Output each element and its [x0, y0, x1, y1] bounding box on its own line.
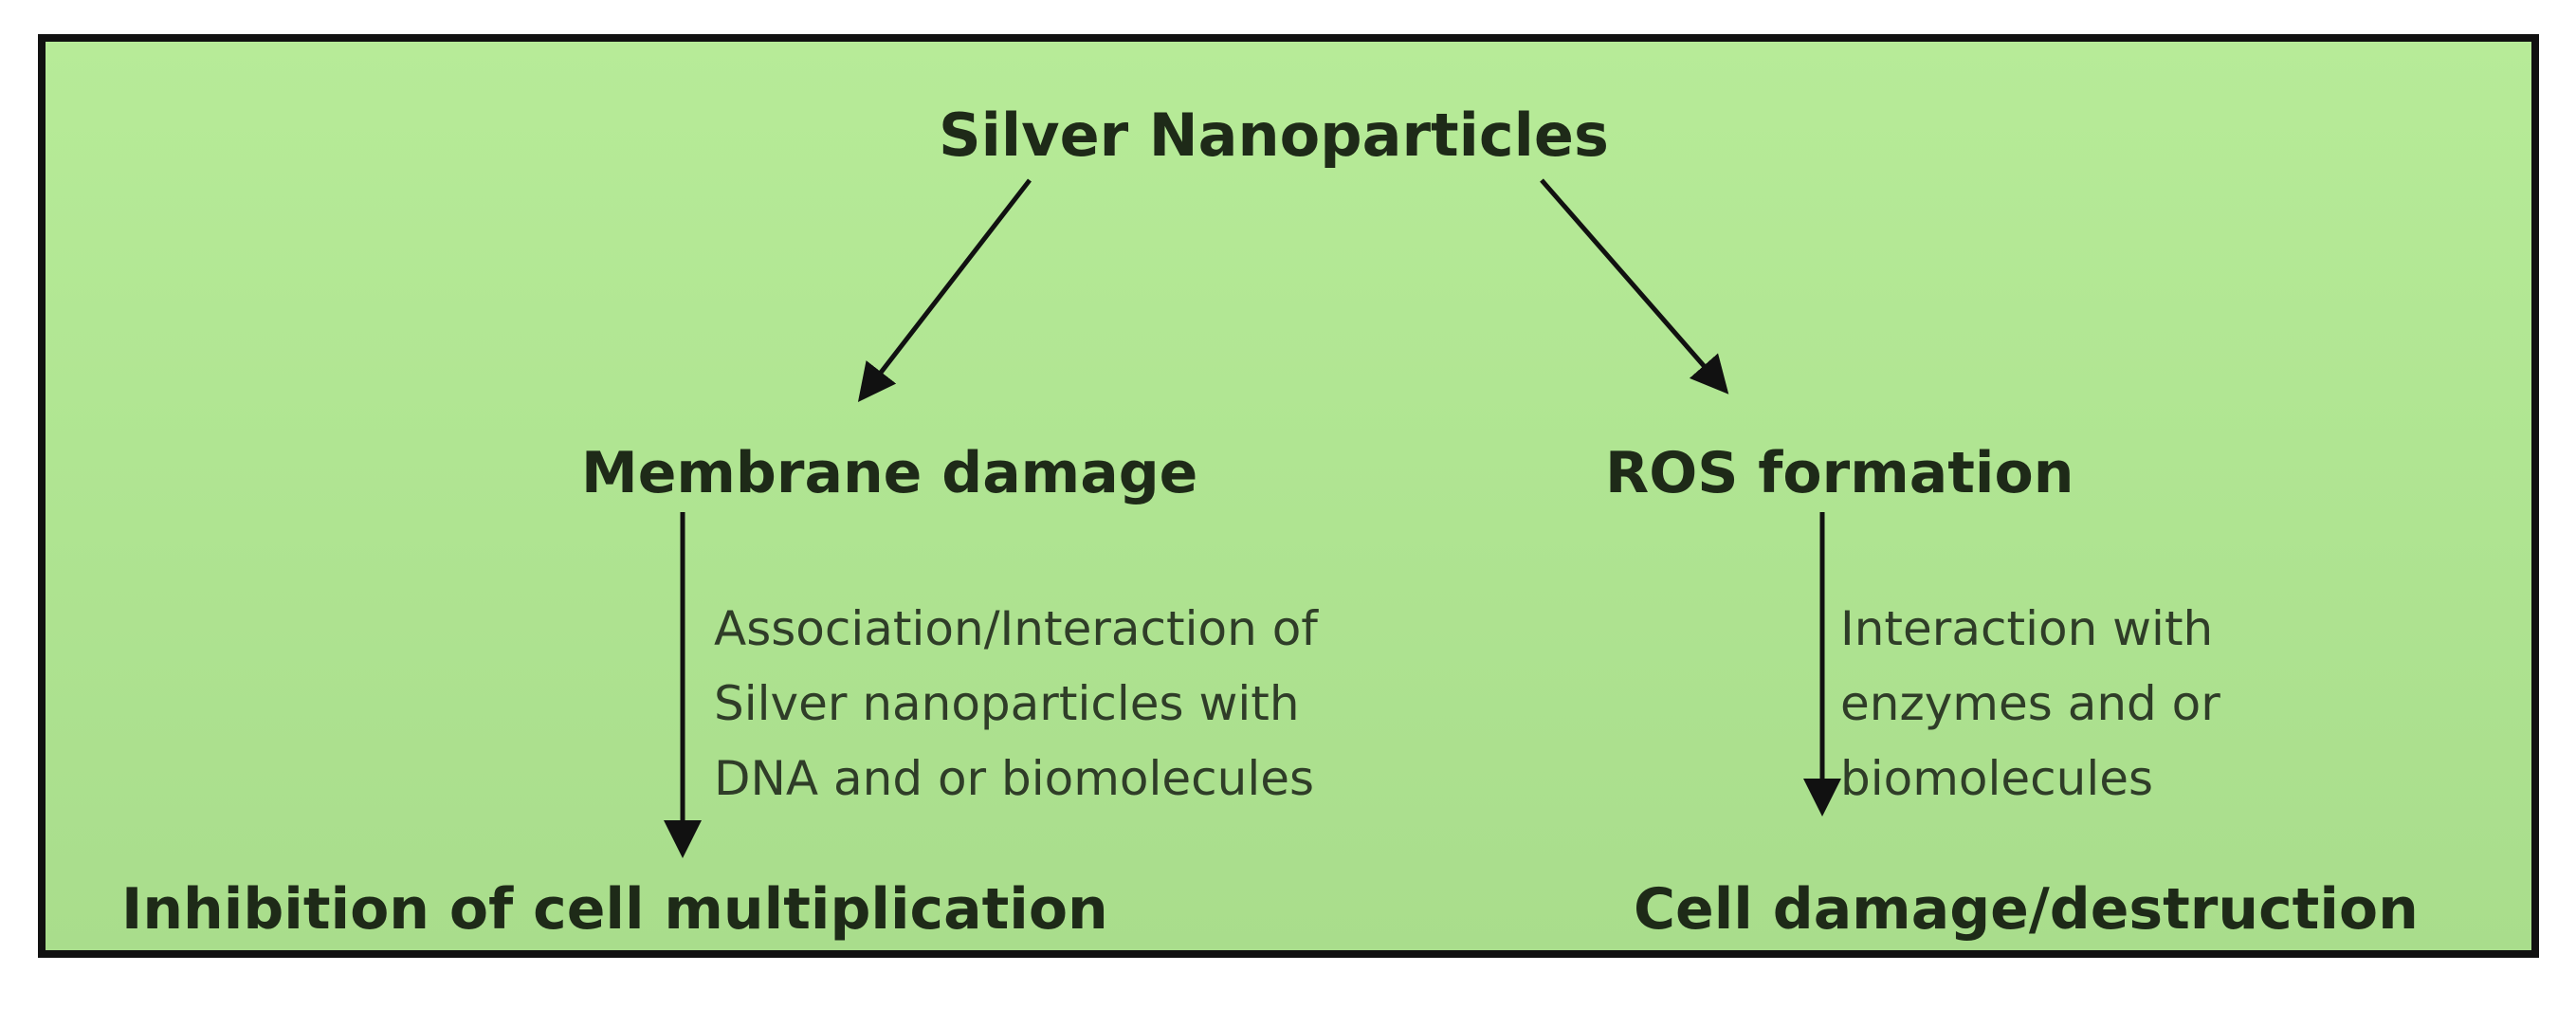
note-left-line-2: Silver nanoparticles with: [714, 676, 1300, 731]
note-left-mechanism: Association/Interaction of Silver nanopa…: [714, 592, 1318, 816]
node-inhibition-of-cell-multiplication: Inhibition of cell multiplication: [121, 876, 1108, 943]
arrow-to-membrane-damage: [857, 178, 1032, 402]
note-left-line-3: DNA and or biomolecules: [714, 751, 1315, 806]
node-ros-formation: ROS formation: [1605, 440, 2074, 506]
node-membrane-damage: Membrane damage: [581, 440, 1198, 506]
note-right-line-2: enzymes and or: [1840, 676, 2220, 731]
diagram-title: Silver Nanoparticles: [939, 101, 1609, 170]
note-right-mechanism: Interaction with enzymes and or biomolec…: [1840, 592, 2220, 816]
note-right-line-1: Interaction with: [1840, 601, 2214, 656]
arrow-to-ros-formation: [1540, 178, 1729, 394]
diagram-panel: Silver Nanoparticles Membrane damage ROS…: [38, 34, 2539, 958]
note-left-line-1: Association/Interaction of: [714, 601, 1318, 656]
node-cell-damage-destruction: Cell damage/destruction: [1634, 876, 2419, 943]
note-right-line-3: biomolecules: [1840, 751, 2154, 806]
arrows-layer: [664, 178, 1841, 858]
